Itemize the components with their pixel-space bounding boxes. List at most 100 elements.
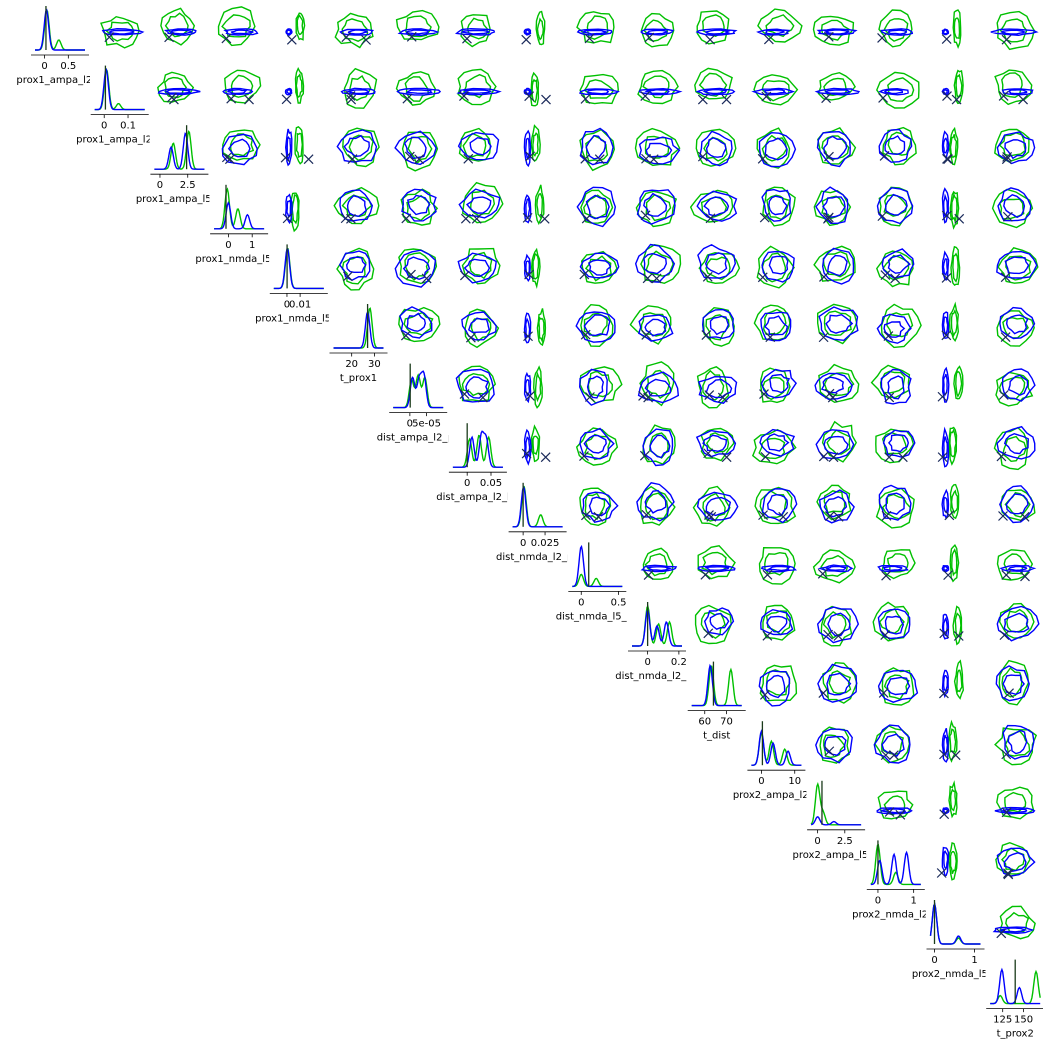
x-tick-label: 0 — [464, 478, 470, 489]
reference-marker — [702, 271, 713, 282]
axis-label: dist_ampa_l2_py — [377, 433, 460, 444]
contour-outer-green — [881, 549, 916, 580]
contour-inner-blue — [524, 89, 531, 95]
contour-inner-blue — [585, 134, 607, 160]
reference-marker — [421, 273, 432, 284]
contour-inner-blue — [887, 434, 910, 453]
reference-marker — [821, 93, 832, 104]
contour-panel — [640, 547, 678, 580]
contour-panel — [813, 245, 856, 285]
reference-marker — [828, 452, 839, 463]
contour-outer-green — [758, 546, 796, 585]
contour-outer-green — [217, 6, 256, 47]
contour-outer-blue — [458, 188, 501, 219]
contour-outer-green — [818, 363, 860, 404]
density-curve-blue — [810, 815, 862, 826]
contour-outer-green — [532, 365, 543, 409]
contour-panel — [817, 661, 858, 704]
contour-panel — [995, 659, 1030, 706]
reference-marker — [697, 151, 708, 162]
contour-panel — [697, 545, 736, 580]
contour-outer-blue — [1001, 88, 1034, 96]
x-tick-label: 70 — [720, 717, 733, 728]
contour-outer-green — [993, 426, 1029, 471]
contour-outer-green — [952, 605, 963, 646]
contour-inner-blue — [886, 676, 911, 696]
contour-panel — [817, 303, 859, 345]
contour-outer-blue — [576, 186, 617, 228]
contour-inner-blue — [882, 565, 903, 572]
contour-outer-blue — [941, 727, 949, 763]
axis-label: prox1_nmda_l5_b — [195, 254, 282, 265]
contour-panel — [458, 181, 504, 224]
x-tick-label: 0 — [407, 419, 413, 430]
contour-inner-blue — [169, 29, 194, 35]
contour-outer-blue — [759, 428, 796, 457]
contour-outer-blue — [397, 28, 440, 37]
reference-marker — [706, 511, 717, 522]
contour-panel — [522, 184, 550, 226]
contour-outer-blue — [996, 847, 1036, 877]
contour-panel — [812, 15, 858, 46]
contour-inner-blue — [823, 135, 848, 160]
contour-inner-green — [887, 131, 912, 156]
x-tick-label: 0 — [157, 180, 163, 191]
contour-outer-blue — [751, 87, 796, 96]
contour-inner-blue — [766, 493, 789, 517]
reference-marker — [827, 392, 838, 403]
contour-inner-blue — [644, 378, 672, 397]
contour-inner-blue — [825, 565, 847, 571]
reference-marker — [460, 213, 471, 224]
contour-inner-blue — [1007, 565, 1028, 572]
contour-outer-green — [696, 10, 730, 45]
reference-marker — [877, 211, 888, 222]
contour-inner-green — [705, 314, 730, 341]
contour-inner-green — [950, 309, 958, 338]
contour-outer-green — [696, 366, 730, 409]
reference-marker — [880, 270, 891, 280]
contour-outer-blue — [339, 189, 374, 222]
reference-marker — [704, 390, 715, 401]
reference-marker — [938, 688, 949, 699]
x-tick-label: 20 — [345, 359, 358, 370]
contour-outer-green — [295, 12, 306, 41]
contour-inner-blue — [765, 674, 786, 699]
contour-outer-green — [996, 786, 1035, 820]
contour-outer-blue — [815, 728, 853, 764]
contour-outer-blue — [761, 488, 798, 524]
contour-inner-blue — [820, 376, 845, 394]
contour-outer-blue — [760, 564, 798, 573]
contour-inner-blue — [884, 615, 905, 635]
contour-outer-blue — [817, 663, 858, 703]
axis-label: dist_nmda_l5_py — [556, 611, 639, 622]
contour-panel — [692, 485, 739, 527]
axis-label: t_dist — [703, 731, 730, 742]
contour-outer-green — [882, 126, 917, 166]
contour-outer-blue — [941, 488, 950, 520]
reference-marker — [580, 93, 591, 104]
contour-panel — [993, 425, 1036, 471]
contour-inner-blue — [644, 489, 667, 514]
reference-marker — [941, 34, 952, 44]
contour-panel — [939, 719, 961, 763]
contour-panel — [696, 366, 738, 409]
contour-outer-green — [753, 74, 799, 106]
reference-marker — [937, 391, 948, 402]
contour-inner-blue — [705, 378, 733, 399]
reference-marker — [939, 749, 949, 760]
contour-outer-green — [821, 420, 858, 463]
contour-panel — [333, 186, 380, 225]
contour-inner-blue — [583, 434, 607, 454]
contour-outer-blue — [992, 926, 1035, 935]
contour-inner-green — [586, 15, 609, 40]
contour-panel — [941, 126, 959, 166]
density-curve-green — [273, 247, 324, 290]
contour-outer-blue — [579, 252, 620, 279]
reference-marker — [953, 631, 964, 641]
contour-panel — [876, 303, 922, 349]
